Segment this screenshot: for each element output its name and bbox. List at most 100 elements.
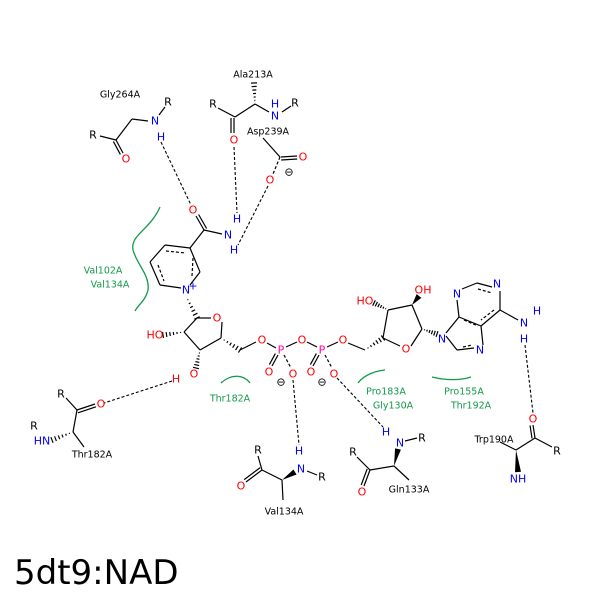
atom-label: N xyxy=(297,463,305,476)
bond xyxy=(281,479,284,501)
bond xyxy=(189,229,205,249)
atom-label: H xyxy=(533,305,541,318)
atom-label: O xyxy=(258,334,267,347)
atom-label: N xyxy=(224,229,232,242)
bond xyxy=(272,156,281,175)
atom-label: P xyxy=(278,344,285,357)
atom-label: H xyxy=(520,333,528,346)
atom-label: R xyxy=(318,471,326,484)
bonds xyxy=(50,82,553,501)
bond xyxy=(283,354,292,369)
bond xyxy=(192,366,200,370)
atom-label: R xyxy=(57,388,65,401)
bond xyxy=(99,135,117,141)
bond xyxy=(280,155,298,158)
atom-label: O xyxy=(358,486,367,499)
bond xyxy=(189,305,194,309)
bond xyxy=(499,441,517,451)
bond xyxy=(410,328,423,347)
bond xyxy=(158,106,166,116)
bond xyxy=(223,339,225,341)
bond xyxy=(271,354,279,367)
bond xyxy=(76,403,96,411)
atom-label: O xyxy=(299,151,308,164)
bond xyxy=(306,341,318,348)
atom-label: O xyxy=(298,334,307,347)
atom-label: HN xyxy=(34,435,51,448)
residue-label: Gln133A xyxy=(389,485,430,496)
atom-label: NH xyxy=(510,473,527,486)
hydrophobic-contact-arc xyxy=(132,206,161,312)
atom-label: H xyxy=(233,213,241,226)
bond xyxy=(191,257,194,277)
bond xyxy=(480,325,484,346)
bond xyxy=(430,330,434,335)
atom-label: O xyxy=(339,334,348,347)
bond xyxy=(411,304,423,330)
bond xyxy=(462,344,473,348)
bond xyxy=(164,244,191,249)
bond xyxy=(326,341,339,348)
hydrophobic-label: Thr182A xyxy=(209,394,251,405)
bond xyxy=(169,331,171,337)
bond xyxy=(203,229,223,235)
bond xyxy=(262,137,281,158)
hydrophobic-label: Val134A xyxy=(91,280,130,291)
hydrophobic-label: Pro183A xyxy=(366,387,406,398)
bond xyxy=(165,250,187,254)
bond xyxy=(281,105,292,113)
atom-label: O xyxy=(307,366,316,379)
bond xyxy=(532,424,536,439)
residue-labels: Gly264A Ala213A Asp239A Thr182A Val134A … xyxy=(71,70,514,518)
atom-label: O xyxy=(122,153,131,166)
bond xyxy=(476,282,493,288)
atom-label: + xyxy=(188,280,197,293)
bond xyxy=(456,299,460,318)
atom-label: N xyxy=(271,110,279,123)
atom-label: R xyxy=(553,445,561,458)
bond xyxy=(189,247,201,273)
bond xyxy=(382,337,401,347)
atom-label: H xyxy=(157,131,165,144)
bond xyxy=(268,353,276,365)
atom-label: R xyxy=(291,97,299,110)
bond xyxy=(226,340,229,344)
bond xyxy=(234,345,239,351)
atom-label: HO xyxy=(147,329,164,342)
bond xyxy=(382,309,389,339)
bond xyxy=(191,309,196,313)
atom-label: O xyxy=(230,134,239,147)
bond xyxy=(480,309,501,327)
bond xyxy=(529,425,533,439)
bond xyxy=(161,331,165,339)
bond xyxy=(435,330,439,338)
bond xyxy=(112,141,121,155)
bond xyxy=(192,312,198,316)
bond xyxy=(375,340,379,344)
bond xyxy=(369,465,395,471)
bond xyxy=(445,316,460,334)
atom-label: N xyxy=(520,317,528,330)
atom-label: R xyxy=(30,420,38,433)
bond xyxy=(183,331,201,351)
atom-label: P xyxy=(319,344,326,357)
bond xyxy=(281,158,298,161)
hydrophobic-label: Thr192A xyxy=(450,401,492,412)
hydrophobic-contact-arc xyxy=(357,369,386,384)
bond xyxy=(229,342,232,346)
bond xyxy=(217,107,236,118)
residue-label: Trp190A xyxy=(474,435,514,446)
atom-label: R xyxy=(209,98,217,111)
bond xyxy=(198,214,208,229)
atom-label: R xyxy=(418,432,426,445)
bond xyxy=(285,341,298,348)
bond xyxy=(54,436,57,442)
hydrophobic-contact-arc xyxy=(431,376,472,381)
atom-label: N xyxy=(453,288,461,301)
bond xyxy=(426,329,428,332)
bond xyxy=(356,456,371,471)
atom-label: H xyxy=(271,98,279,111)
atom-label: O xyxy=(97,398,106,411)
